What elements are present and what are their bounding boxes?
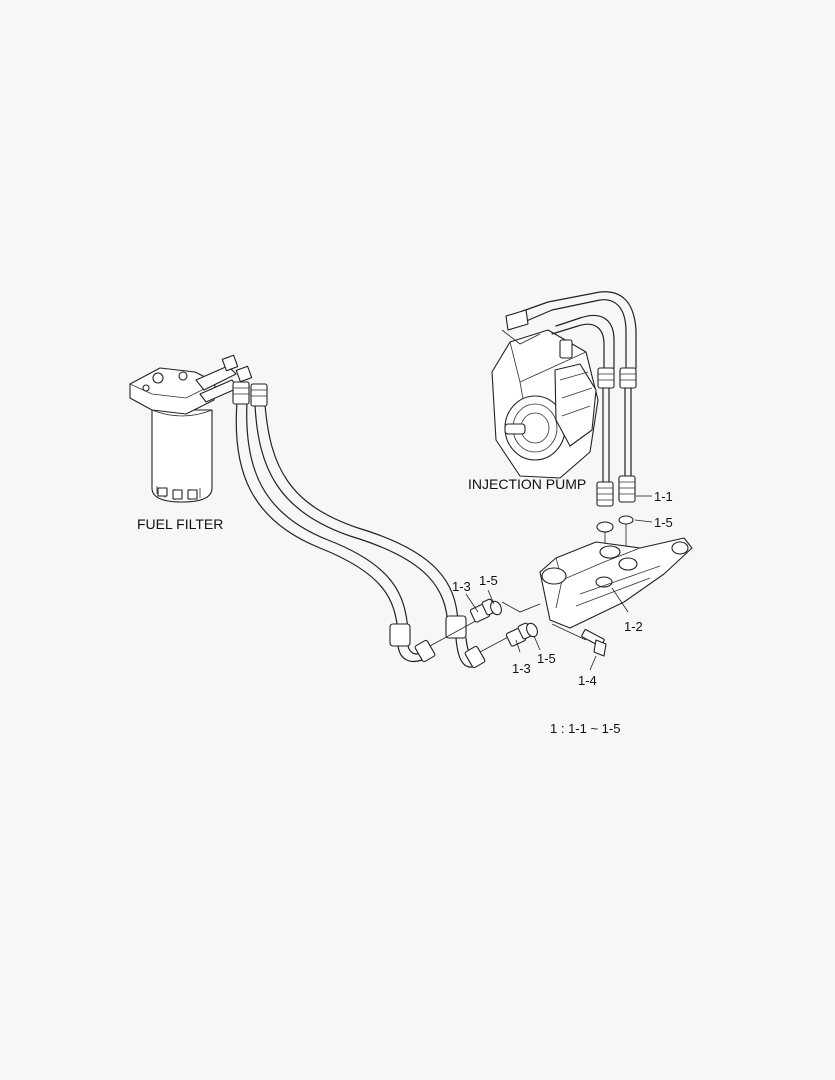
part-label-1-3-lower: 1-3	[512, 661, 531, 676]
part-label-1-3-upper: 1-3	[452, 579, 471, 594]
injection-pump-label: INJECTION PUMP	[468, 476, 587, 492]
label-leaders	[465, 589, 597, 671]
upper-fittings	[596, 475, 653, 552]
part-label-1-1: 1-1	[654, 489, 673, 504]
lower-fittings	[469, 598, 538, 647]
bolt-drawing	[551, 623, 607, 657]
fuel-hoses	[232, 381, 513, 669]
injection-pump-drawing	[491, 291, 637, 483]
part-label-1-5-lower: 1-5	[537, 651, 556, 666]
part-label-1-2: 1-2	[624, 619, 643, 634]
part-label-1-5-upper: 1-5	[654, 515, 673, 530]
bracket-drawing	[501, 537, 693, 629]
fuel-filter-drawing	[129, 354, 253, 503]
parts-legend: 1 : 1-1 ~ 1-5	[550, 721, 621, 736]
part-label-1-4: 1-4	[578, 673, 597, 688]
fuel-filter-label: FUEL FILTER	[137, 516, 224, 532]
part-label-1-5-mid: 1-5	[479, 573, 498, 588]
